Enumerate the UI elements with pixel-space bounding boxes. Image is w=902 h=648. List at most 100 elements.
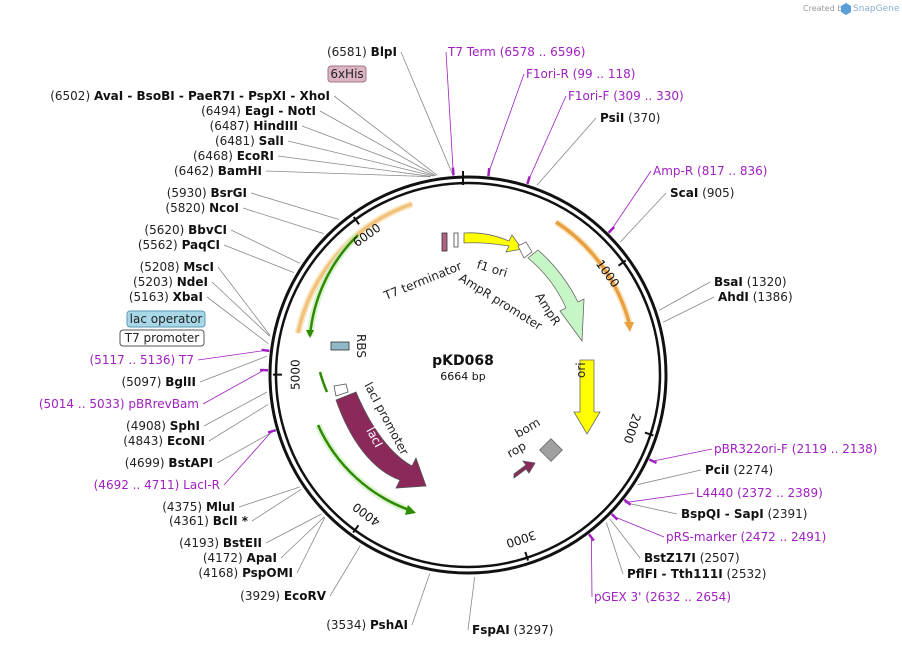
- site-leader-right-8: [467, 576, 476, 631]
- site-leader-left-4: [287, 140, 434, 177]
- site-leader-left-2: [319, 110, 436, 176]
- site-leader-left-18: [238, 486, 300, 508]
- site-pos: (2507): [700, 551, 740, 565]
- primer-label-1: F1ori-R (99 .. 118): [526, 67, 635, 81]
- ori-arrow: [573, 359, 601, 435]
- site-label-r6: BstZ17I (2507): [644, 551, 740, 565]
- tick-label-4000: 4000: [350, 500, 383, 529]
- site-label-r0: PsiI (370): [600, 111, 660, 125]
- primer-leader-3: [611, 170, 652, 231]
- tick-mark-1000: [617, 259, 627, 267]
- site-leader-right-4: [637, 469, 702, 485]
- ampr-promoter-arrow: [517, 241, 533, 259]
- primer-leader-1: [488, 73, 525, 173]
- site-name: BstZ17I: [644, 551, 696, 565]
- site-pos: (4168): [198, 566, 238, 580]
- site-name: AvaI - BsoBI - PaeR7I - PspXI - XhoI: [94, 89, 330, 103]
- site-label-r7: PflFI - Tth111I (2532): [627, 567, 766, 581]
- site-name: NcoI: [209, 201, 239, 215]
- primer-mark-3: [607, 226, 616, 234]
- tick-label-2000: 2000: [621, 412, 644, 445]
- site-leader-left-24: [411, 573, 431, 626]
- ampr-promoter-label: AmpR promoter: [456, 271, 544, 333]
- orange-arc-right-head: [624, 322, 634, 332]
- primer-name: T7 Term: [447, 45, 496, 59]
- site-pos: (6487): [210, 119, 250, 133]
- primer-leader-2: [528, 95, 567, 181]
- site-name: PflFI - Tth111I: [627, 567, 723, 581]
- primer-label-2: F1ori-F (309 .. 330): [568, 89, 684, 103]
- site-leader-right-7: [605, 522, 624, 575]
- site-name: BsaI: [714, 275, 743, 289]
- site-name: AhdI: [718, 290, 749, 304]
- site-leader-left-11: [217, 266, 271, 336]
- site-pos: (4375): [162, 500, 202, 514]
- site-leader-right-0: [536, 117, 597, 186]
- rop-arrow: [513, 460, 536, 479]
- site-pos: (6502): [50, 89, 90, 103]
- site-pos: (3297): [514, 623, 554, 637]
- site-leader-left-9: [230, 229, 300, 264]
- site-label-14: (5097) BglII: [121, 375, 196, 389]
- site-label-23: (3929) EcoRV: [240, 589, 327, 603]
- primer-mark-1: [487, 167, 491, 177]
- f1-ori-label: f1 ori: [475, 257, 509, 280]
- primer-label-9: (5014 .. 5033) pBRrevBam: [39, 397, 199, 411]
- primer-label-6: pRS-marker (2472 .. 2491): [666, 530, 826, 544]
- site-leader-left-14: [199, 355, 268, 383]
- site-leader-left-22: [296, 517, 326, 574]
- site-leader-left-7: [250, 192, 340, 220]
- backbone-outer: [268, 175, 668, 575]
- primer-mark-4: [648, 458, 658, 464]
- site-pos: (6481): [215, 134, 255, 148]
- primer-name: pGEX 3': [594, 590, 641, 604]
- site-pos: (4908): [126, 419, 166, 433]
- site-label-r3: AhdI (1386): [718, 290, 793, 304]
- primer-mark-10: [267, 428, 277, 434]
- primer-mark-7: [587, 533, 595, 542]
- primer-name: Amp-R: [653, 164, 693, 178]
- primer-range: (2372 .. 2389): [737, 486, 823, 500]
- primer-mark-0: [451, 167, 455, 176]
- site-label-8: (5820) NcoI: [165, 201, 239, 215]
- site-pos: (4361): [169, 514, 209, 528]
- site-name: PsiI: [600, 111, 624, 125]
- primer-leader-9: [202, 369, 265, 405]
- site-leader-left-15: [203, 391, 267, 427]
- green-arc-small: [318, 371, 329, 393]
- primer-mark-8: [261, 348, 270, 353]
- site-name: BbvCI: [188, 223, 227, 237]
- site-pos: (6462): [174, 164, 214, 178]
- site-name: EagI - NotI: [245, 104, 316, 118]
- ori-label: ori: [574, 362, 588, 378]
- site-pos: (1386): [753, 290, 793, 304]
- site-name: PaqCI: [182, 238, 220, 252]
- site-name: SalI: [259, 134, 284, 148]
- bom-box: [539, 438, 563, 462]
- site-name: XbaI: [173, 290, 203, 304]
- site-label-24: (3534) PshAI: [326, 618, 408, 632]
- ampr-arrow: [527, 249, 585, 343]
- site-name: PshAI: [370, 618, 408, 632]
- primer-name: pBR322ori-F: [714, 442, 788, 456]
- green-arc-left-head: [306, 330, 314, 338]
- site-pos: (5620): [144, 223, 184, 237]
- site-leader-left-12: [211, 281, 271, 337]
- site-leader-left-8: [242, 207, 324, 235]
- primer-label-10: (4692 .. 4711) LacI-R: [94, 478, 220, 492]
- left-site-labels: (6581) BlpI(6502) AvaI - BsoBI - PaeR7I …: [50, 45, 408, 632]
- site-label-6: (6462) BamHI: [174, 164, 262, 178]
- site-pos: (4172): [203, 551, 243, 565]
- rbs-label: RBS: [354, 334, 368, 358]
- site-name: BglII: [165, 375, 196, 389]
- primer-range: (2632 .. 2654): [645, 590, 731, 604]
- site-leader-left-6: [265, 170, 430, 178]
- site-leader-left-23: [329, 545, 361, 597]
- site-pos: (370): [628, 111, 660, 125]
- site-name: MscI: [183, 260, 214, 274]
- site-leader-right-2: [659, 281, 711, 311]
- tick-label-3000: 3000: [504, 528, 537, 551]
- t7-terminator-label: T7 terminator: [381, 259, 464, 303]
- snapgene-logo-icon: [841, 3, 851, 15]
- site-label-13: (5163) XbaI: [129, 290, 203, 304]
